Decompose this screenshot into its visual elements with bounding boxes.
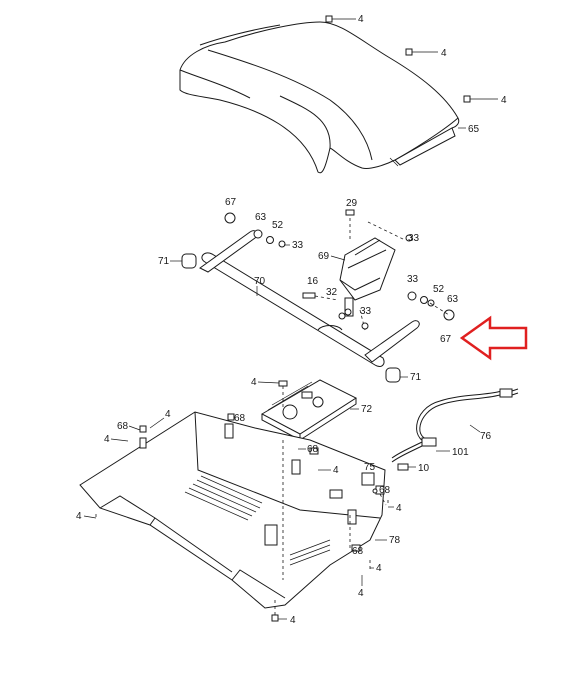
callout-70: 70 — [254, 276, 266, 287]
callout-76: 76 — [480, 431, 492, 442]
callout-63-left: 63 — [255, 212, 267, 223]
callout-4-bottom: 4 — [358, 588, 364, 599]
callout-4-board: 4 — [251, 377, 257, 388]
callout-67-right: 67 — [440, 334, 452, 345]
callout-67-left: 67 — [225, 197, 237, 208]
callout-68-left: 68 — [117, 421, 129, 432]
motor-part-69 — [302, 209, 413, 331]
callout-4-right: 4 — [396, 503, 402, 514]
callout-16: 16 — [307, 276, 319, 287]
callout-4-far-left: 4 — [76, 511, 82, 522]
callout-4-left: 4 — [104, 434, 110, 445]
callout-52-left: 52 — [272, 220, 284, 231]
callout-63-right: 63 — [447, 294, 459, 305]
base-tray-part-78 — [79, 411, 389, 615]
callout-52-right: 52 — [433, 284, 445, 295]
callout-33-right: 33 — [407, 274, 419, 285]
callout-4-bottom-center: 4 — [290, 615, 296, 626]
small-parts-right — [139, 413, 409, 552]
callout-32: 32 — [326, 287, 338, 298]
callout-4-hood-top: 4 — [358, 14, 364, 25]
callout-71-left: 71 — [158, 256, 170, 267]
callout-4-left-top: 4 — [165, 409, 171, 420]
vent-slots — [184, 475, 331, 566]
callout-78: 78 — [389, 535, 401, 546]
callout-68-right: 68 — [379, 485, 391, 496]
callout-4-bottom-right: 4 — [376, 563, 382, 574]
callout-33-top: 33 — [408, 233, 420, 244]
callout-68-center: 68 — [307, 444, 319, 455]
callout-labels: 4 4 4 65 67 63 52 33 29 33 69 71 70 16 3… — [76, 14, 507, 626]
controller-board-part-72 — [260, 379, 358, 441]
callout-33-bottom: 33 — [360, 306, 372, 317]
roller-frame-assembly — [181, 212, 455, 383]
callout-33-left: 33 — [292, 240, 304, 251]
callout-4-center: 4 — [333, 465, 339, 476]
callout-75: 75 — [364, 462, 376, 473]
callout-4-hood-right: 4 — [501, 95, 507, 106]
callout-69: 69 — [318, 251, 330, 262]
callout-4-hood-mid: 4 — [441, 48, 447, 59]
power-cord-part-76 — [391, 388, 519, 463]
callout-71-right: 71 — [410, 372, 422, 383]
arrow-left-outline-icon — [459, 315, 528, 361]
callout-72: 72 — [361, 404, 373, 415]
callout-65: 65 — [468, 124, 480, 135]
callout-10: 10 — [418, 463, 430, 474]
callout-29: 29 — [346, 198, 358, 209]
callout-68-bottom: 68 — [352, 546, 364, 557]
callout-101: 101 — [452, 447, 469, 458]
callout-68-board: 68 — [234, 413, 246, 424]
motor-hood-part-65 — [179, 15, 498, 174]
